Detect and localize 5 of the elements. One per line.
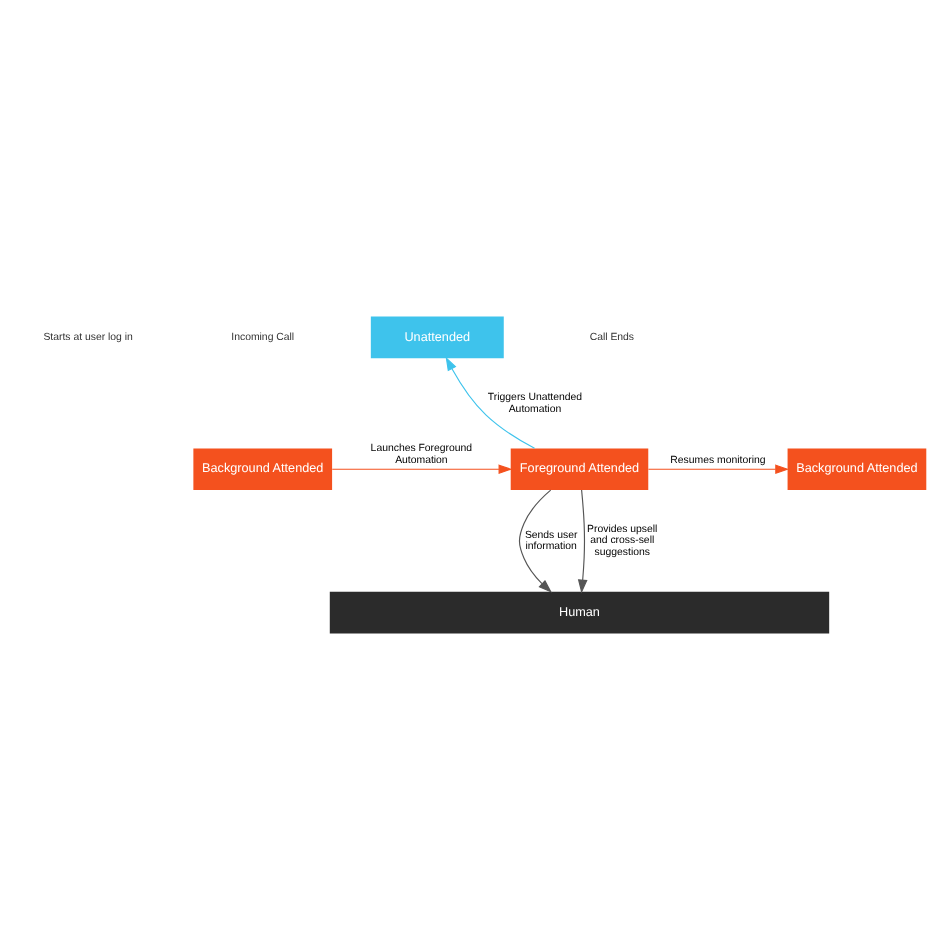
arrow [518, 488, 552, 592]
arrow [445, 355, 536, 448]
arrow [647, 463, 790, 474]
arrow [331, 463, 513, 474]
arrow [577, 488, 588, 593]
